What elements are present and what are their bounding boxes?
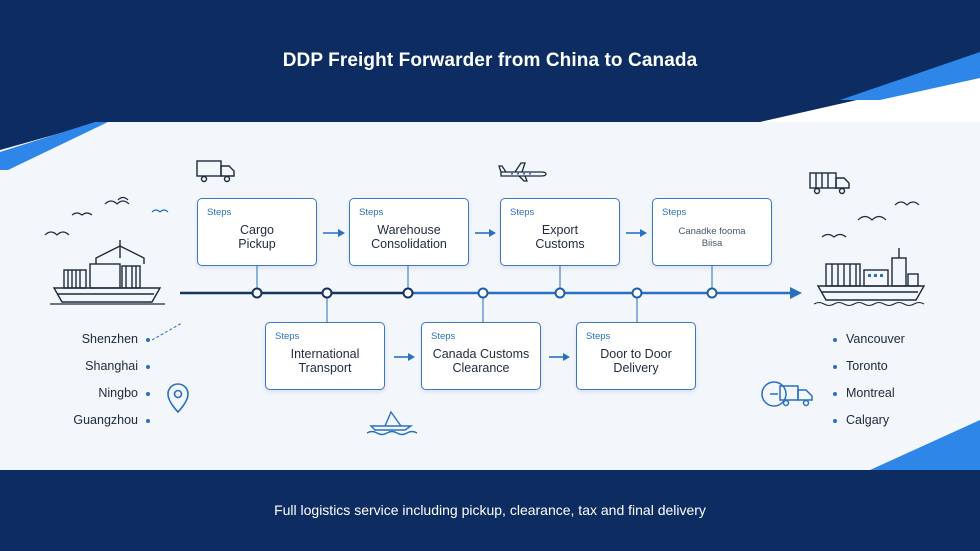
origin-city: Shanghai bbox=[85, 359, 138, 373]
step-label: Export Customs bbox=[535, 223, 585, 251]
airplane-icon bbox=[498, 162, 547, 182]
step-label: Canadke fooma Biisa bbox=[678, 226, 746, 249]
destination-city: Calgary bbox=[846, 413, 890, 427]
city-bullet bbox=[833, 392, 837, 396]
delivery-truck-icon bbox=[761, 381, 813, 407]
step-canada-import: Steps Canadke fooma Biisa bbox=[652, 198, 772, 266]
step-label: Cargo Pickup bbox=[238, 223, 276, 251]
step-canada-customs-clearance: Steps Canada Customs Clearance bbox=[421, 322, 541, 390]
step-tag: Steps bbox=[431, 331, 456, 342]
footer-caption: Full logistics service including pickup,… bbox=[274, 502, 706, 518]
destination-city: Montreal bbox=[846, 386, 895, 400]
origin-city: Ningbo bbox=[98, 386, 138, 400]
origin-city: Shenzhen bbox=[81, 332, 138, 346]
step-label: International Transport bbox=[290, 347, 360, 375]
step-tag: Steps bbox=[359, 207, 384, 218]
step-tag: Steps bbox=[207, 207, 232, 218]
city-bullet bbox=[146, 419, 150, 423]
page-title: DDP Freight Forwarder from China to Cana… bbox=[282, 50, 698, 71]
city-bullet bbox=[146, 392, 150, 396]
cargo-ship-icon bbox=[50, 240, 165, 305]
origin-city: Guangzhou bbox=[73, 413, 138, 427]
step-tag: Steps bbox=[275, 331, 300, 342]
step-tag: Steps bbox=[510, 207, 535, 218]
step-international-transport: Steps International Transport bbox=[265, 322, 385, 390]
step-label: Canada Customs Clearance bbox=[432, 347, 530, 375]
city-bullet bbox=[146, 365, 150, 369]
step-label: Door to Door Delivery bbox=[600, 347, 672, 375]
step-label: Warehouse Consolidation bbox=[371, 223, 447, 251]
location-pin-icon bbox=[167, 383, 189, 414]
step-export-customs: Steps Export Customs bbox=[500, 198, 620, 266]
step-tag: Steps bbox=[662, 207, 687, 218]
city-bullet bbox=[146, 338, 150, 342]
cargo-ship-icon bbox=[814, 248, 926, 307]
destination-city: Vancouver bbox=[846, 332, 905, 346]
step-warehouse-consolidation: Steps Warehouse Consolidation bbox=[349, 198, 469, 266]
destination-city: Toronto bbox=[846, 359, 888, 373]
city-bullet bbox=[833, 338, 837, 342]
truck-icon bbox=[196, 160, 235, 183]
boat-icon bbox=[366, 410, 418, 436]
truck-icon bbox=[809, 172, 850, 195]
step-tag: Steps bbox=[586, 331, 611, 342]
step-cargo-pickup: Steps Cargo Pickup bbox=[197, 198, 317, 266]
city-bullet bbox=[833, 365, 837, 369]
step-door-to-door-delivery: Steps Door to Door Delivery bbox=[576, 322, 696, 390]
city-bullet bbox=[833, 419, 837, 423]
